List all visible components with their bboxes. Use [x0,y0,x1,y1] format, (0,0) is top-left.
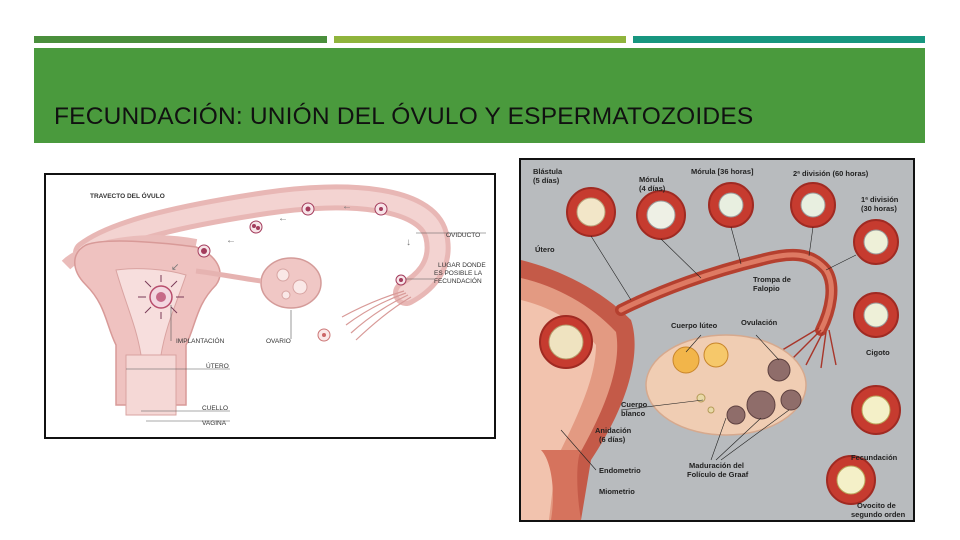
label-cuerpo-blanco-2: blanco [621,409,646,418]
embryo-stage-bubbles [539,182,901,505]
label-blastula-1: Blástula [533,167,563,176]
label-morula-36h: Mórula [36 horas] [691,167,754,176]
label-fecundacion: Fecundación [851,453,898,462]
fertilization-illustration: Blástula (5 días) Mórula (4 días) Mórula… [521,160,913,520]
label-division-1-a: 1ª división [861,195,899,204]
graaf-follicle [746,390,776,420]
label-cuerpo-luteo: Cuerpo lúteo [671,321,718,330]
label-blastula-2: (5 días) [533,176,560,185]
arrow-icon: ← [278,213,288,224]
ovary [260,257,322,309]
ovum-path-heading: TRAVECTO DEL ÓVULO [90,191,165,200]
label-division-1-b: (30 horas) [861,204,897,213]
arrow-icon: ← [342,201,352,212]
fertilization-cycle-diagram: Blástula (5 días) Mórula (4 días) Mórula… [519,158,915,522]
accent-bar-2 [334,36,626,43]
ovum-path-illustration: TRAVECTO DEL ÓVULO [61,184,486,427]
label-morula-1: Mórula [639,175,664,184]
accent-bar-3 [633,36,925,43]
fimbriae [778,327,837,369]
label-cuello: CUELLO [202,405,228,412]
label-endometrio: Endometrio [599,466,641,475]
label-maduracion-2: Folículo de Graaf [687,470,749,479]
arrow-icon: ↙ [171,262,179,273]
label-lugar-3: FECUNDACIÓN [434,276,482,285]
label-maduracion-1: Maduración del [689,461,744,470]
label-oviducto: OVIDUCTO [446,232,480,239]
label-cuerpo-blanco-1: Cuerpo [621,400,648,409]
label-vagina: VAGINA [202,420,227,427]
ovum-path-diagram: TRAVECTO DEL ÓVULO [44,173,496,439]
label-implantacion: IMPLANTACIÓN [176,336,225,345]
cervix [541,450,581,520]
label-anidacion-1: Anidación [595,426,632,435]
fimbriae [341,290,412,341]
label-ovario: OVARIO [266,338,291,345]
label-trompa-1: Trompa de [753,275,791,284]
label-utero: ÚTERO [206,361,229,370]
label-cigoto: Cigoto [866,348,890,357]
label-lugar-2: ES POSIBLE LA [434,270,483,277]
label-miometrio: Miometrio [599,487,635,496]
label-ovocito-2: segundo orden [851,510,906,519]
embryo-stages-oviduct [197,202,407,286]
cervix-vagina [125,354,177,416]
label-utero: Útero [535,245,555,254]
label-ovocito-1: Ovocito de [857,501,896,510]
label-trompa-2: Falopio [753,284,780,293]
accent-bar-1 [34,36,327,43]
label-anidacion-2: (6 días) [599,435,626,444]
slide-title: FECUNDACIÓN: UNIÓN DEL ÓVULO Y ESPERMATO… [54,103,754,130]
title-banner: FECUNDACIÓN: UNIÓN DEL ÓVULO Y ESPERMATO… [34,48,925,143]
arrow-icon: ← [226,235,236,246]
arrow-icon: ↓ [406,237,411,248]
corpus-luteum [672,346,700,374]
label-lugar-1: LUGAR DONDE [438,262,486,269]
label-division-2: 2ª división (60 horas) [793,169,869,178]
cell-2 [249,220,263,234]
label-ovulacion: Ovulación [741,318,778,327]
label-morula-2: (4 días) [639,184,666,193]
